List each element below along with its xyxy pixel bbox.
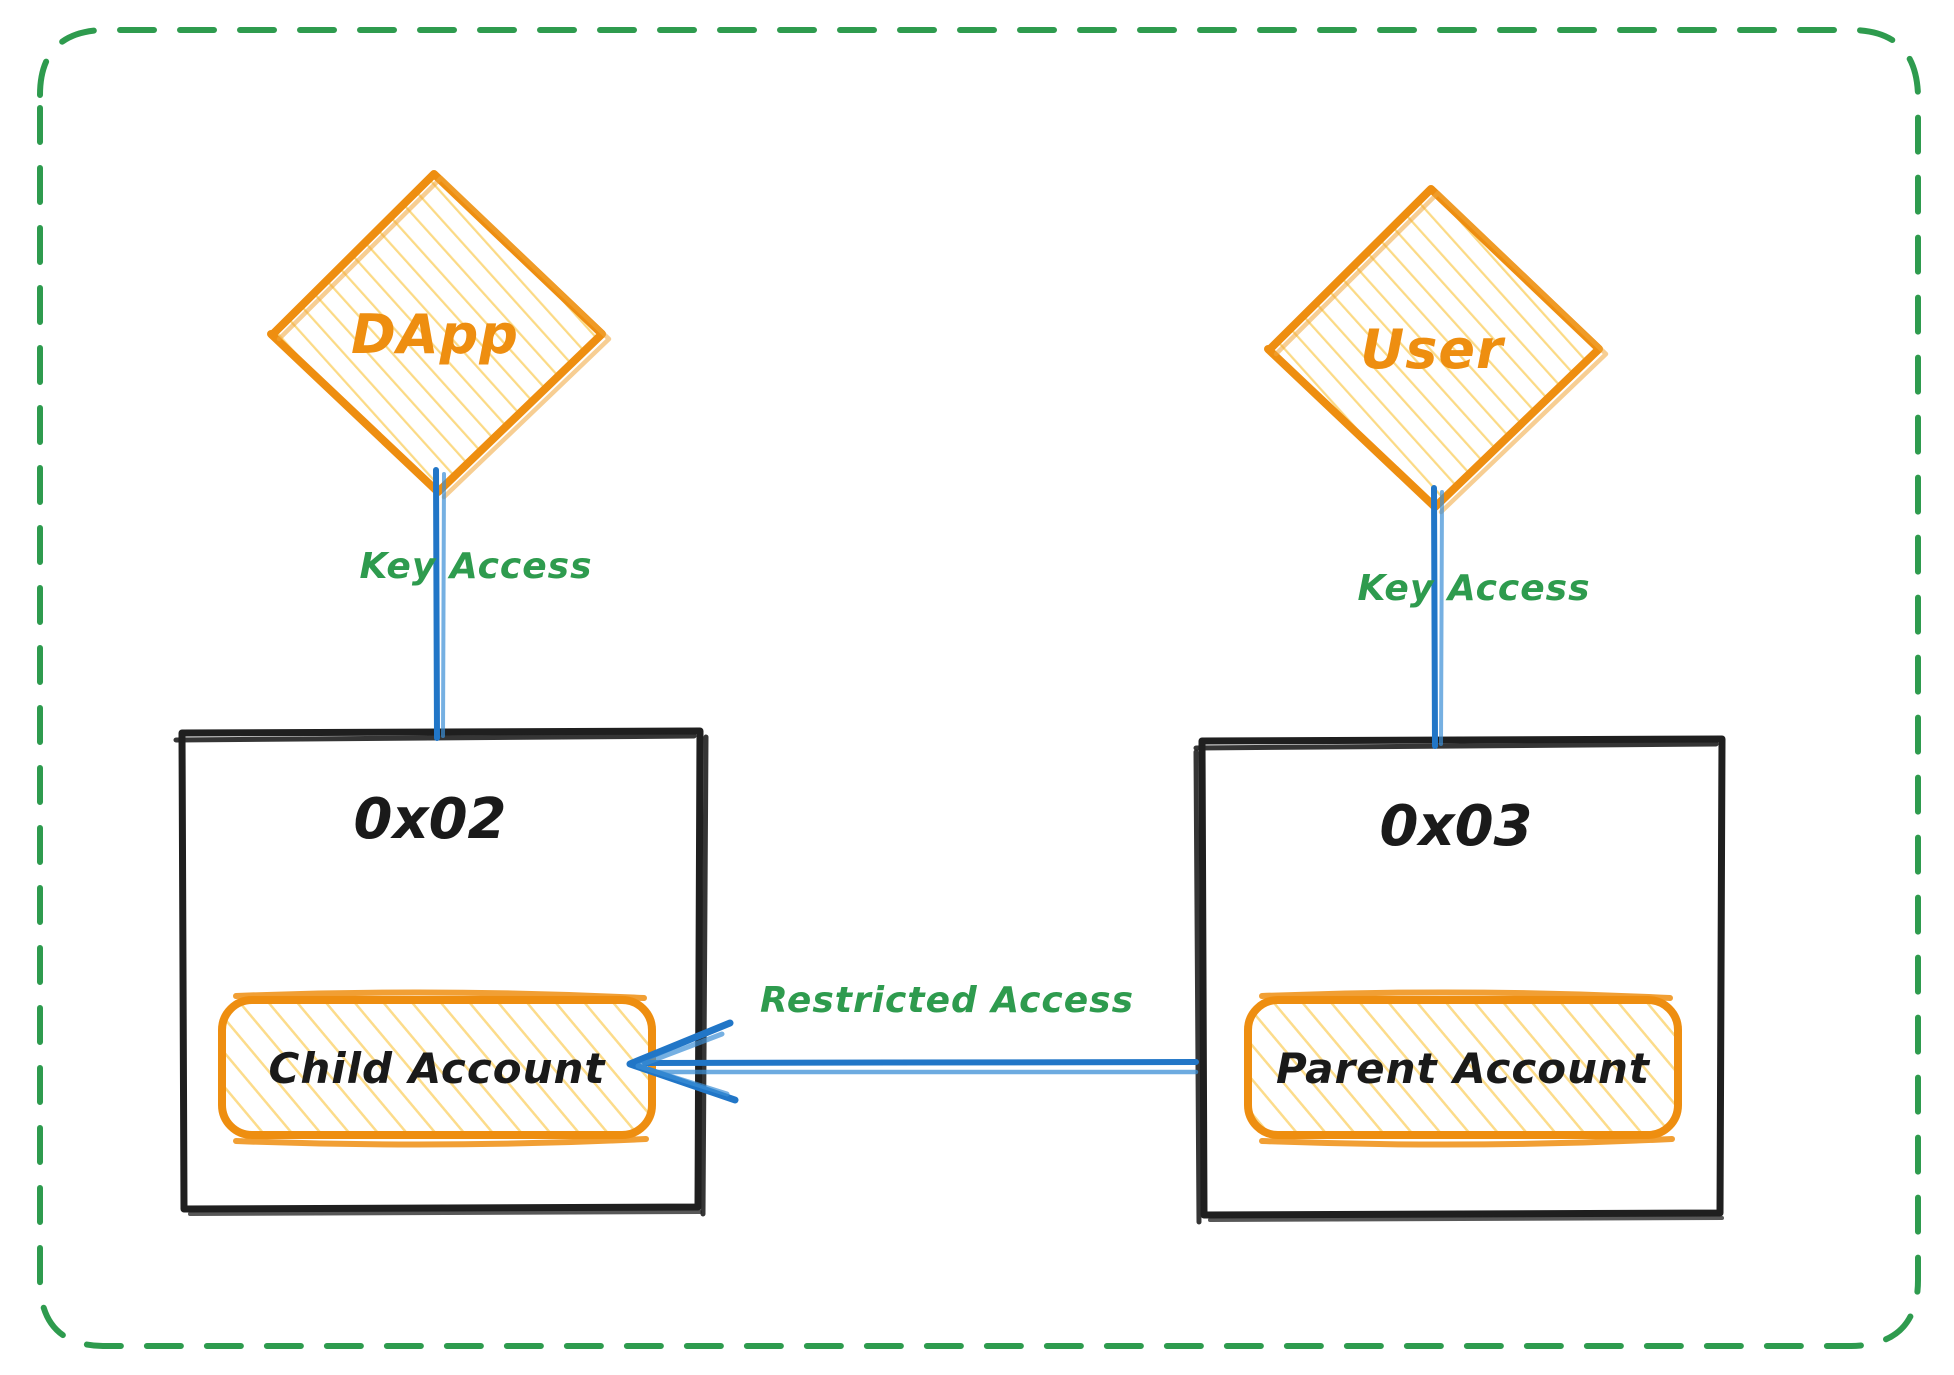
edge-user-to-account: Key Access (1357, 485, 1590, 749)
edge-label-key-access-user: Key Access (1357, 568, 1590, 609)
edge-label-restricted-access: Restricted Access (760, 980, 1134, 1021)
parent-account-label: Parent Account (1276, 1044, 1651, 1093)
dapp-node[interactable]: DApp (267, 170, 612, 500)
edge-label-key-access-dapp: Key Access (359, 546, 592, 587)
parent-account-node[interactable]: Parent Account (1244, 989, 1682, 1148)
user-label: User (1360, 318, 1506, 381)
edge-dapp-to-account: Key Access (359, 467, 592, 741)
account-0x02-label: 0x02 (353, 787, 506, 852)
child-account-label: Child Account (269, 1044, 607, 1093)
account-0x03-label: 0x03 (1379, 794, 1532, 859)
outer-boundary (37, 27, 1921, 1349)
user-node[interactable]: User (1264, 185, 1609, 515)
dapp-label: DApp (351, 303, 519, 366)
edge-parent-to-child: Restricted Access (626, 980, 1199, 1104)
child-account-node[interactable]: Child Account (218, 989, 656, 1148)
account-0x03-box[interactable]: 0x03 (1193, 735, 1726, 1225)
